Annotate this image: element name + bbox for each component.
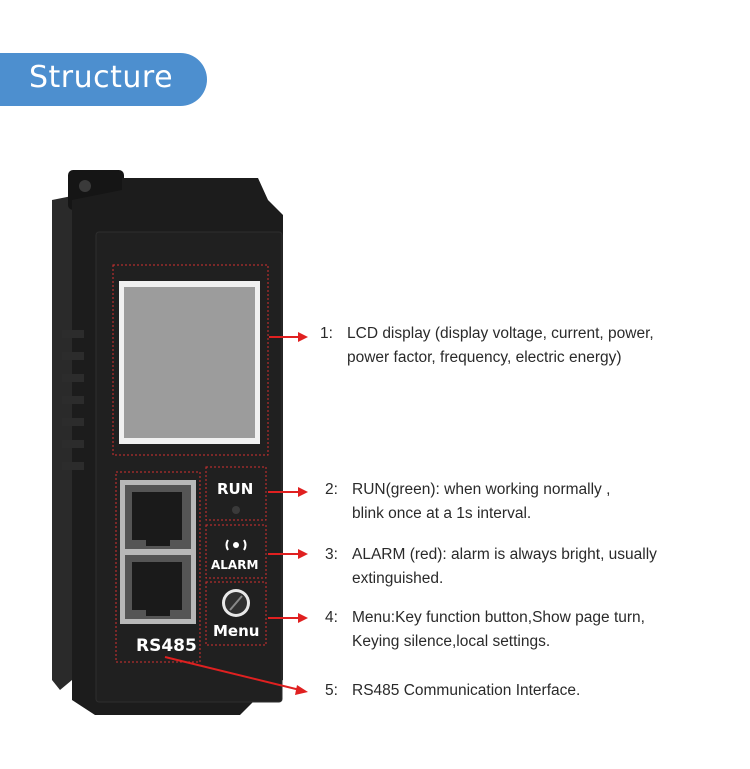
run-led [232,506,240,514]
menu-label: Menu [213,622,260,640]
section-banner: Structure [0,53,207,106]
run-label: RUN [217,480,254,498]
lcd-display [124,287,255,438]
annotation-text-line2: extinguished. [352,570,444,587]
annotation-5: 5: RS485 Communication Interface. [325,679,580,703]
alarm-highlight-box [205,524,267,579]
annotation-number: 1: [320,325,333,342]
annotation-4: 4: Menu:Key function button,Show page tur… [325,606,645,654]
rs485-label: RS485 [136,636,197,656]
rs485-port-bottom [125,555,191,619]
annotation-text: ALARM (red): alarm is always bright, usu… [352,546,657,563]
rs485-highlight-box [115,471,201,663]
annotation-text: RS485 Communication Interface. [352,682,581,699]
annotation-number: 5: [325,682,338,699]
annotation-text: LCD display (display voltage, current, p… [347,325,654,342]
alarm-icon [225,539,247,551]
annotation-text-line2: blink once at a 1s interval. [352,505,532,522]
menu-highlight-box [205,581,267,646]
annotation-text: Menu:Key function button,Show page turn, [352,609,645,626]
annotation-2: 2: RUN(green): when working normally , bl… [325,478,610,526]
annotation-number: 3: [325,546,338,563]
annotation-arrows [164,332,308,695]
annotation-text-line2: power factor, frequency, electric energy… [347,349,622,366]
annotation-number: 4: [325,609,338,626]
annotation-text-line2: Keying silence,local settings. [352,633,551,650]
clip-screw [79,180,91,192]
annotation-number: 2: [325,481,338,498]
lcd-highlight-box [112,264,269,456]
rs485-port-top [125,485,191,549]
alarm-label: ALARM [211,558,259,572]
side-ribs [62,330,84,470]
annotation-text: RUN(green): when working normally , [352,481,611,498]
menu-key-glint [229,595,243,611]
section-title: Structure [29,60,174,95]
annotation-3: 3: ALARM (red): alarm is always bright, u… [325,543,657,591]
run-highlight-box [205,466,267,521]
annotation-1: 1: LCD display (display voltage, current,… [320,322,654,370]
arrow-5 [164,656,301,691]
